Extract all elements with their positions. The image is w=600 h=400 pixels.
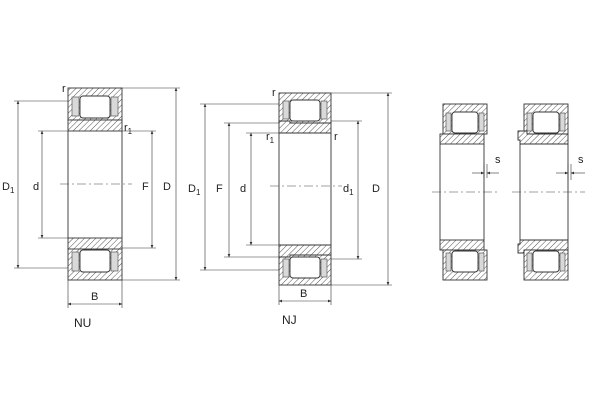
nj-cage-top-left <box>282 100 290 120</box>
nj-caption: NJ <box>282 313 297 327</box>
nj-inner-ring-bottom <box>278 244 332 258</box>
nj-label-r1: r1 <box>266 131 275 145</box>
displacement-view-left: s <box>432 103 501 281</box>
nu-view: r r1 D1 d F D B NU <box>2 83 180 330</box>
nu-label-r1: r1 <box>124 122 133 136</box>
nj-label-d: d <box>240 183 246 195</box>
disp1-roller-top <box>451 111 479 134</box>
nj-label-D1: D1 <box>188 183 201 197</box>
nu-cage-top-right <box>110 96 119 117</box>
nu-label-F: F <box>142 181 149 193</box>
nj-cage-bottom-left <box>282 258 290 278</box>
nj-cage-bottom-right <box>320 258 328 278</box>
nu-cage-bottom-right <box>110 251 119 272</box>
displacement-view-right: s <box>512 103 585 281</box>
nu-caption: NU <box>74 316 91 330</box>
disp1-label-s: s <box>495 154 501 166</box>
nu-roller-bottom <box>79 249 111 273</box>
nj-label-d1: d1 <box>343 183 354 197</box>
nj-label-D: D <box>372 183 380 195</box>
nj-label-r-side: r <box>334 131 338 143</box>
nu-label-D1: D1 <box>2 181 15 195</box>
disp1-inner-ring-top <box>439 133 485 145</box>
nu-label-B: B <box>91 291 98 303</box>
nj-roller-bottom <box>289 256 321 279</box>
nj-cage-top-right <box>320 100 328 120</box>
nu-inner-ring-top <box>67 119 123 132</box>
nu-label-r: r <box>62 83 66 95</box>
nu-inner-ring-bottom <box>67 237 123 250</box>
nu-roller-top <box>79 95 111 119</box>
nj-label-F: F <box>216 183 223 195</box>
nu-label-D: D <box>163 181 171 193</box>
nj-label-r-top: r <box>272 87 276 99</box>
nu-cage-top-left <box>71 96 80 117</box>
nj-inner-ring-top <box>278 120 332 134</box>
disp2-roller-bottom <box>532 250 560 273</box>
nu-label-d: d <box>33 181 39 193</box>
disp2-label-s: s <box>578 154 584 166</box>
nu-cage-bottom-left <box>71 251 80 272</box>
disp1-roller-bottom <box>451 250 479 273</box>
disp2-roller-top <box>532 111 560 134</box>
nj-label-B: B <box>300 288 307 300</box>
disp1-inner-ring-bottom <box>439 239 485 251</box>
nj-roller-top <box>289 99 321 122</box>
nj-view: r r1 r D1 F d d1 D B NJ <box>188 87 392 327</box>
